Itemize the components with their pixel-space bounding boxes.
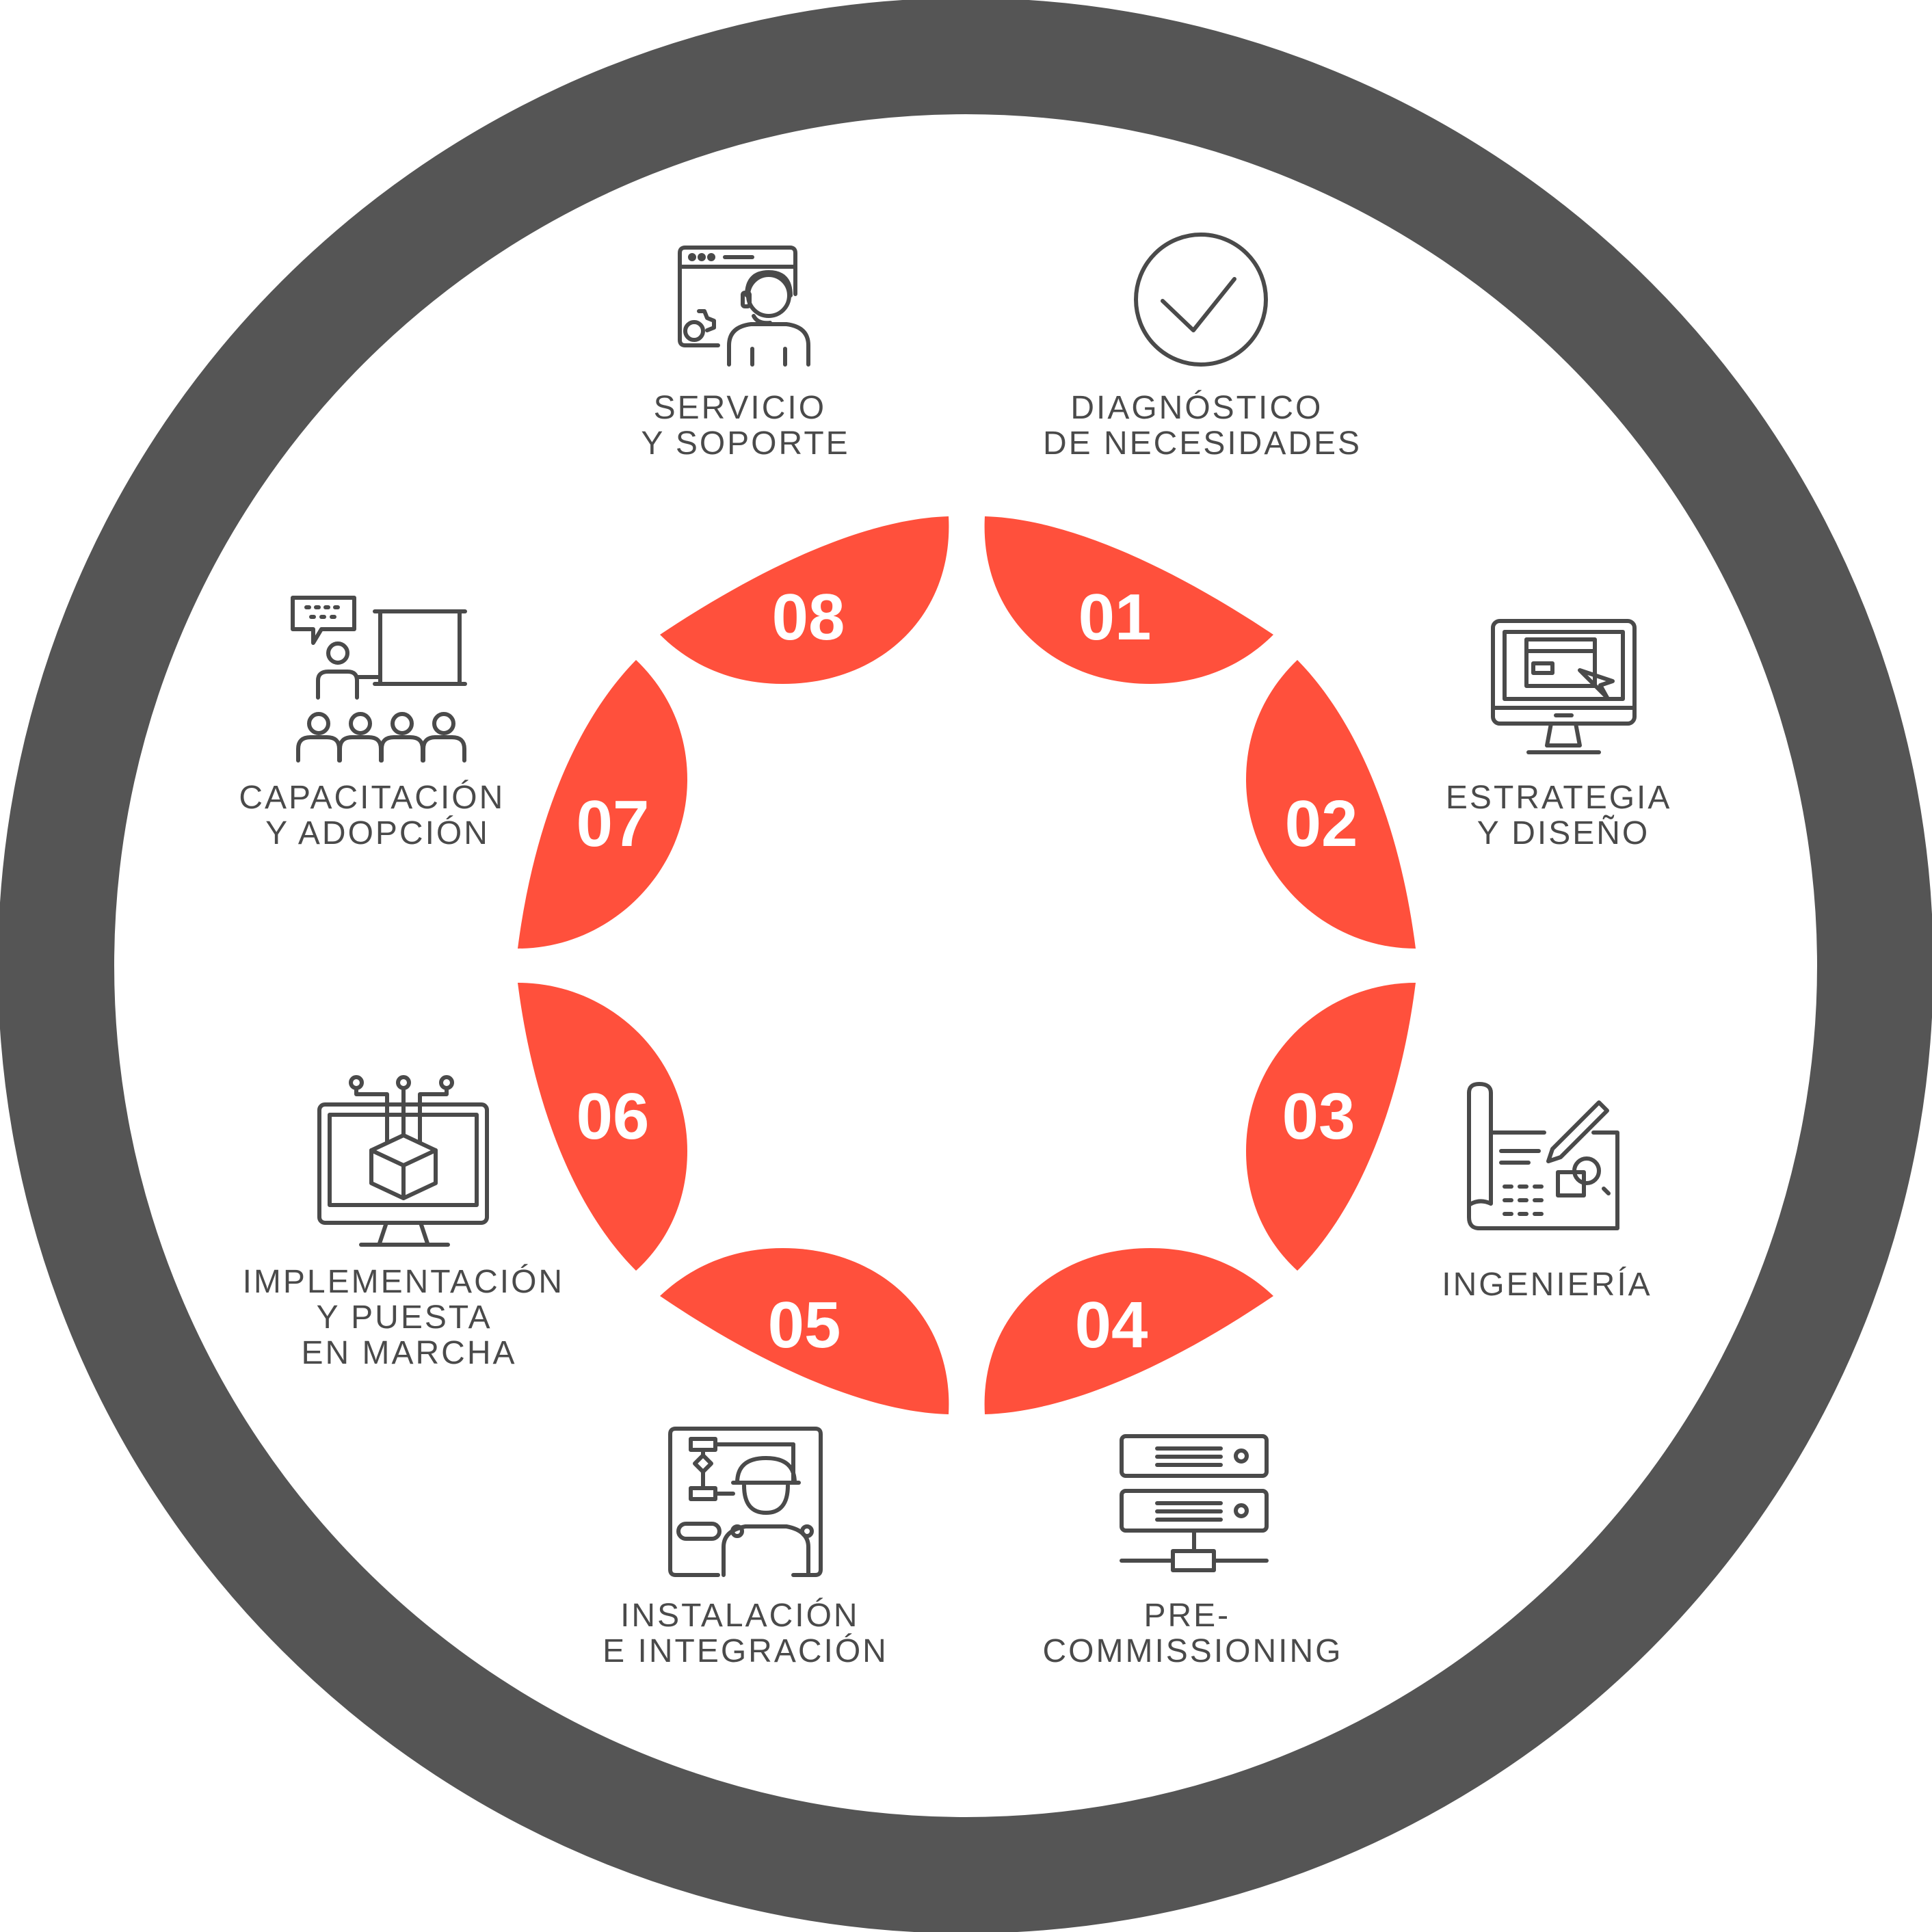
- step-number-05: 05: [768, 1288, 841, 1362]
- check-circle-icon: [1134, 233, 1268, 367]
- monitor-cube-icon: [317, 1075, 489, 1247]
- step-petal-08: [660, 516, 949, 684]
- step-labels: DIAGNÓSTICO DE NECESIDADES ESTRATEGIA Y …: [239, 389, 1681, 1669]
- step-number-04: 04: [1075, 1288, 1148, 1362]
- step-label-04: PRE- COMMISSIONING: [1042, 1598, 1342, 1669]
- step-petal-06: [518, 983, 687, 1271]
- server-network-icon: [1120, 1434, 1269, 1572]
- step-label-08: SERVICIO Y SOPORTE: [641, 390, 849, 462]
- step-petal-01: [984, 516, 1273, 684]
- step-petals: [518, 516, 1416, 1414]
- step-number-06: 06: [577, 1080, 650, 1153]
- step-number-08: 08: [772, 581, 845, 654]
- step-label-02: ESTRATEGIA Y DISEÑO: [1446, 780, 1681, 851]
- step-petal-07: [518, 660, 687, 949]
- step-petal-04: [984, 1248, 1273, 1414]
- engineer-board-icon: [668, 1427, 823, 1577]
- monitor-design-icon: [1491, 619, 1637, 754]
- training-audience-icon: [291, 596, 467, 763]
- step-petal-05: [660, 1248, 949, 1414]
- step-label-01: DIAGNÓSTICO DE NECESIDADES: [1043, 389, 1362, 462]
- step-label-03: INGENIERÍA: [1442, 1267, 1652, 1303]
- step-number-02: 02: [1285, 787, 1358, 860]
- step-number-07: 07: [577, 787, 650, 860]
- step-label-06: IMPLEMENTACIÓN Y PUESTA EN MARCHA: [243, 1263, 576, 1371]
- step-petal-03: [1246, 983, 1416, 1271]
- step-petal-02: [1246, 660, 1416, 949]
- step-numbers: 01 02 03 04 05 06 07 08: [577, 581, 1358, 1362]
- step-label-05: INSTALACIÓN E INTEGRACIÓN: [603, 1597, 888, 1669]
- step-label-07: CAPACITACIÓN Y ADOPCIÓN: [239, 779, 516, 851]
- step-number-03: 03: [1282, 1080, 1355, 1153]
- step-number-01: 01: [1079, 581, 1152, 654]
- blueprint-pencil-icon: [1467, 1082, 1619, 1230]
- support-agent-icon: [678, 246, 810, 367]
